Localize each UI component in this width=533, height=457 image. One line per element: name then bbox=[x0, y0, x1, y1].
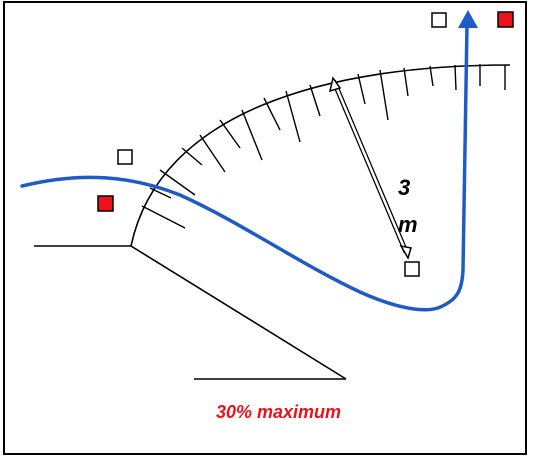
tick-mark-6 bbox=[219, 119, 241, 149]
tick-mark-16 bbox=[454, 64, 457, 91]
marker-center-open bbox=[404, 261, 420, 277]
path-line bbox=[20, 23, 469, 312]
dimension-unit-label: m bbox=[398, 212, 418, 237]
dimension-arrow bbox=[328, 76, 412, 260]
diagonal-support-line bbox=[130, 245, 347, 380]
arrow-up-icon bbox=[458, 10, 478, 28]
slope-note-label: 30% maximum bbox=[216, 402, 341, 422]
outer-arc bbox=[130, 64, 511, 247]
tick-mark-2 bbox=[149, 187, 172, 199]
marker-left-open bbox=[117, 149, 133, 165]
marker-left-red bbox=[97, 195, 114, 212]
tick-mark-9 bbox=[285, 90, 301, 143]
marker-top-red bbox=[497, 11, 514, 28]
tick-mark-4 bbox=[181, 147, 203, 166]
tick-mark-10 bbox=[309, 84, 321, 117]
tick-mark-15 bbox=[429, 65, 434, 87]
tick-mark-12 bbox=[357, 73, 366, 105]
tick-mark-1 bbox=[141, 205, 186, 229]
tick-mark-5 bbox=[199, 134, 226, 173]
tick-mark-13 bbox=[379, 69, 389, 121]
diagram-frame bbox=[3, 1, 527, 455]
tick-mark-8 bbox=[263, 97, 281, 131]
tick-mark-7 bbox=[241, 109, 263, 161]
tick-mark-3 bbox=[159, 169, 196, 196]
marker-top-open bbox=[431, 12, 447, 28]
tick-mark-14 bbox=[403, 67, 409, 97]
dimension-value-label: 3 bbox=[398, 175, 410, 200]
